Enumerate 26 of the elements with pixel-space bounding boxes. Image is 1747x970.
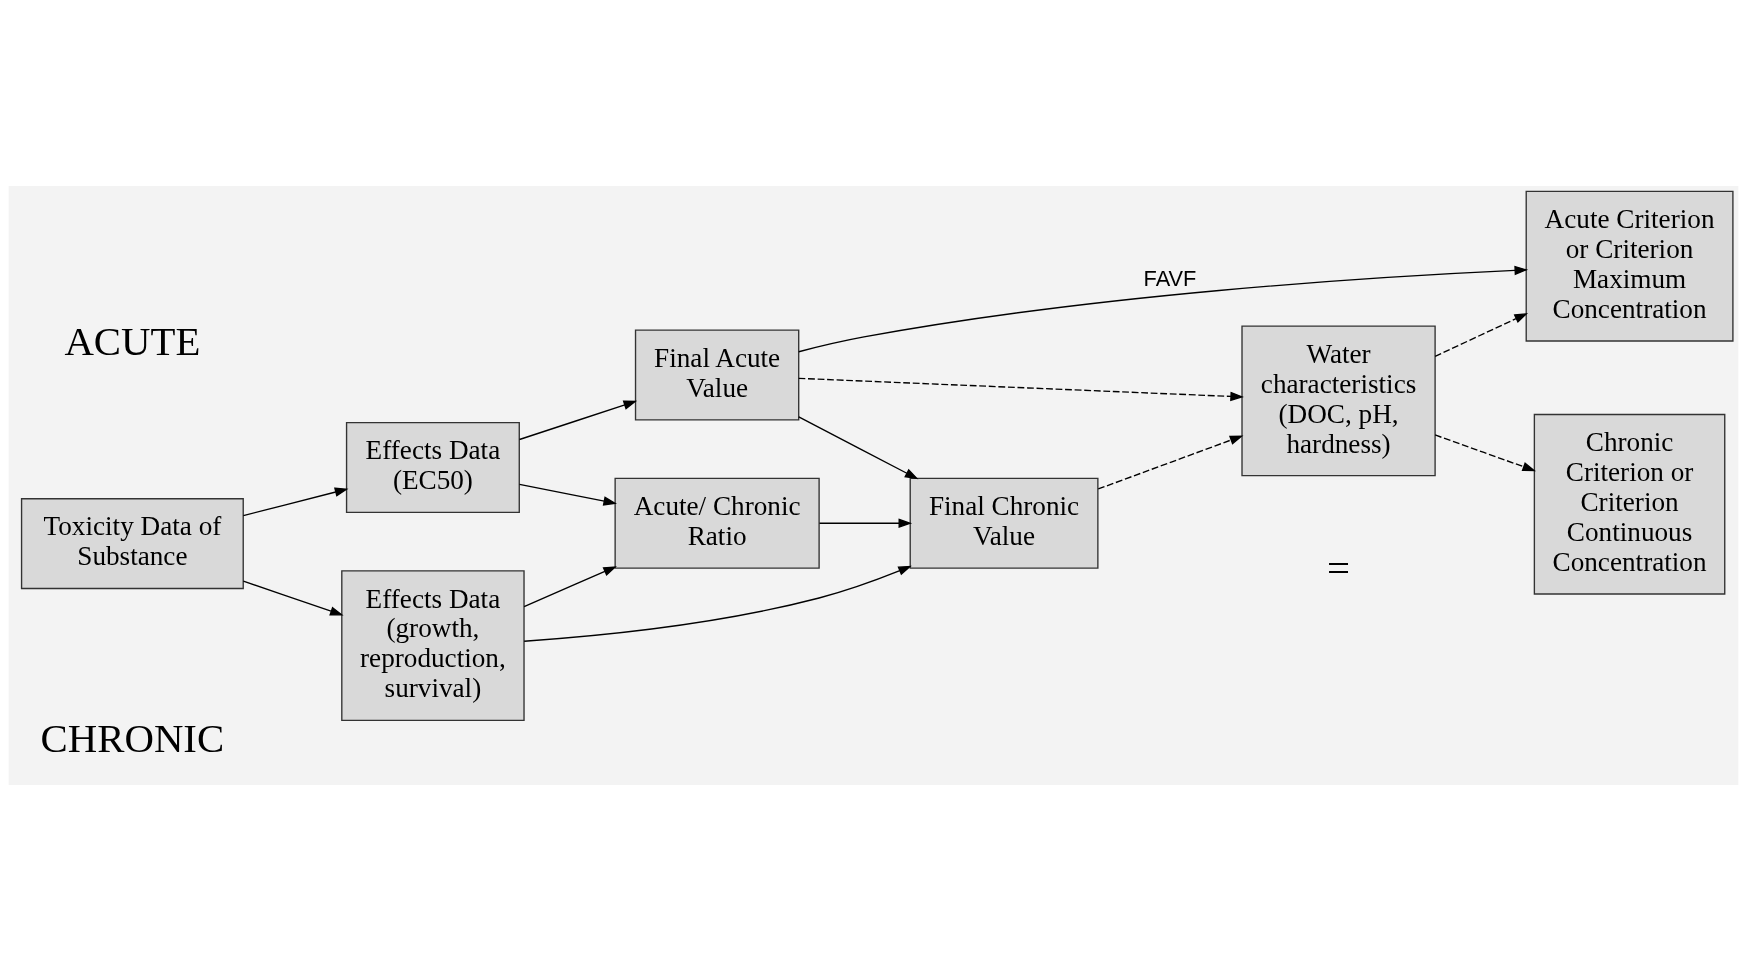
node-box: Water characteristics (DOC, pH, hardness): [1241, 324, 1436, 476]
arrow: [1434, 433, 1537, 471]
arrow: [242, 580, 344, 616]
node-box: Effects Data (EC50): [345, 421, 520, 513]
node-box: Acute/ Chronic Ratio: [614, 477, 820, 569]
arrow: [1434, 312, 1529, 357]
arrow: [523, 565, 912, 642]
label: ACUTE: [64, 318, 201, 364]
label: =: [1327, 545, 1351, 591]
node-box: Chronic Criterion or Criterion Continuous Concentration: [1533, 413, 1726, 595]
node-box: Toxicity Data of Substance: [20, 497, 244, 589]
edge-label: FAVF: [1143, 265, 1197, 291]
node-box: Effects Data (growth, reproduction, survival): [341, 569, 525, 721]
node-box: Final Chronic Value: [909, 477, 1099, 569]
arrow: [1097, 434, 1244, 490]
arrow: [518, 483, 617, 506]
arrow: [798, 415, 919, 479]
arrow: [798, 377, 1244, 401]
node-box: Final Acute Value: [634, 328, 800, 421]
arrow: [818, 517, 913, 528]
arrow: [518, 400, 638, 440]
arrow: [523, 565, 617, 607]
arrow: [798, 265, 1529, 352]
label: CHRONIC: [40, 715, 225, 761]
arrow: [242, 487, 349, 516]
node-box: Acute Criterion or Criterion Maximum Concentration: [1525, 190, 1734, 342]
